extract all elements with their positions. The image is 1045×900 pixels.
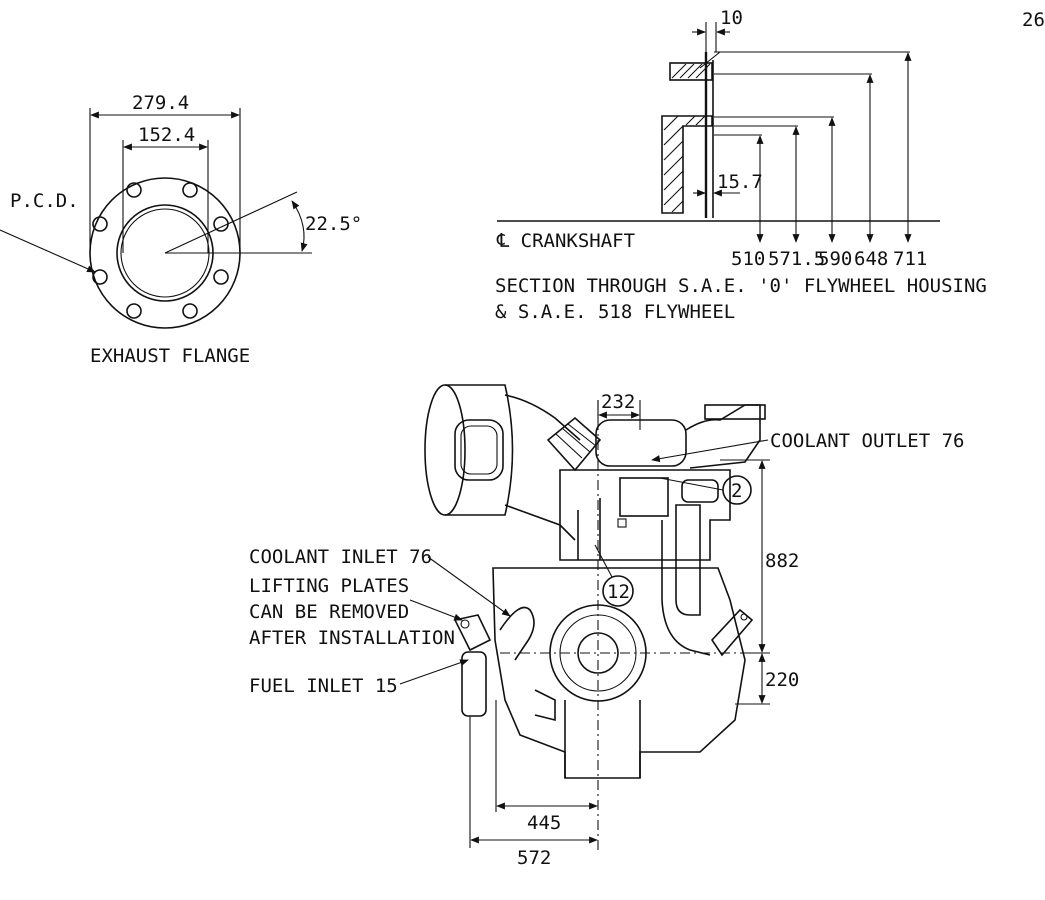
flange-dim-inner: 152.4	[138, 124, 195, 146]
engine-front-view: 2 12 232 882 220 445 572 COOLANT OUTLET …	[249, 384, 964, 869]
engine-dim-445: 445	[527, 812, 561, 834]
engine-dim-220: 220	[765, 669, 799, 691]
flange-caption: EXHAUST FLANGE	[90, 345, 250, 367]
coolant-inlet-label: COOLANT INLET 76	[249, 546, 432, 568]
callout-12-label: 12	[607, 581, 630, 603]
pcd-leader	[0, 229, 96, 273]
radius-label-510: 510	[731, 248, 765, 270]
radius-label-5715: 571.5	[768, 248, 825, 270]
lifting-plates-line3: AFTER INSTALLATION	[249, 627, 455, 649]
engine-dim-882: 882	[765, 550, 799, 572]
centerline-label: ℄ CRANKSHAFT	[496, 230, 635, 252]
flange-dim-outer: 279.4	[132, 92, 189, 114]
engine-dim-232: 232	[601, 391, 635, 413]
engine-dim-572: 572	[517, 847, 551, 869]
flange-pcd-label: P.C.D.	[10, 190, 79, 212]
lifting-plates-line1: LIFTING PLATES	[249, 575, 409, 597]
fuel-inlet-label: FUEL INLET 15	[249, 675, 398, 697]
radius-label-648: 648	[854, 248, 888, 270]
radius-label-711: 711	[893, 248, 927, 270]
callout-2-label: 2	[731, 480, 742, 502]
callout-12-circle	[602, 575, 634, 607]
section-caption-line1: SECTION THROUGH S.A.E. '0' FLYWHEEL HOUS…	[495, 275, 987, 297]
page-number: 26	[1022, 9, 1045, 31]
lifting-plates-line2: CAN BE REMOVED	[249, 601, 409, 623]
section-caption-line2: & S.A.E. 518 FLYWHEEL	[495, 301, 735, 323]
section-dim-top: 10	[720, 7, 743, 29]
angle-arc	[291, 200, 308, 252]
flange-bolt-holes	[92, 182, 229, 319]
radius-label-590: 590	[818, 248, 852, 270]
flywheel-section-view: 10 15.7 510 571.5 590 648 711 ℄ CRANKSHA…	[495, 7, 987, 323]
section-dim-small: 15.7	[717, 171, 763, 193]
flange-angle: 22.5°	[305, 213, 362, 235]
coolant-outlet-label: COOLANT OUTLET 76	[770, 430, 964, 452]
exhaust-flange-view: 279.4 152.4 22.5° P.C.D. EXHAUST FLANGE	[0, 92, 362, 367]
